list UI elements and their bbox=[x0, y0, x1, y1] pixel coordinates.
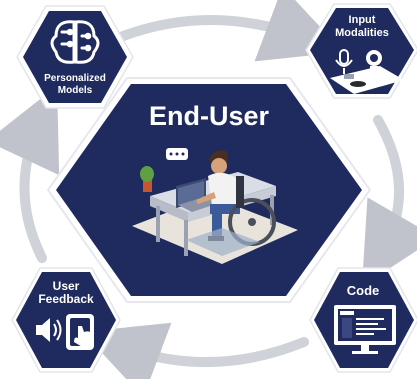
node-personalized-models: Personalized Models bbox=[16, 5, 134, 109]
arrow-feedback-to-models bbox=[0, 85, 60, 263]
center-title: End-User bbox=[149, 101, 270, 131]
microphone-webcam-icon bbox=[330, 49, 404, 94]
plant-pot bbox=[143, 180, 152, 192]
arrow-models-to-input bbox=[113, 0, 344, 62]
node-user-feedback: User Feedback bbox=[11, 267, 121, 373]
personalized-models-label-line1: Personalized bbox=[44, 73, 106, 84]
arrow-code-to-feedback bbox=[82, 322, 309, 379]
personalized-models-label-line2: Models bbox=[58, 85, 93, 96]
speaker-touch-icon bbox=[36, 314, 94, 350]
node-input-modalities: Input Modalities bbox=[305, 3, 417, 99]
code-label: Code bbox=[347, 283, 380, 298]
brain-icon bbox=[50, 20, 100, 64]
monitor-code-icon bbox=[334, 305, 396, 354]
center-end-user-hexagon: End-User bbox=[46, 77, 372, 303]
user-feedback-label-line1: User bbox=[53, 279, 80, 293]
input-modalities-label-line2: Modalities bbox=[335, 27, 389, 39]
input-modalities-label-line1: Input bbox=[349, 14, 376, 26]
node-code: Code bbox=[309, 267, 417, 373]
arrow-input-to-code bbox=[361, 115, 417, 287]
end-user-illustration bbox=[132, 148, 298, 264]
user-feedback-label-line2: Feedback bbox=[38, 292, 94, 306]
